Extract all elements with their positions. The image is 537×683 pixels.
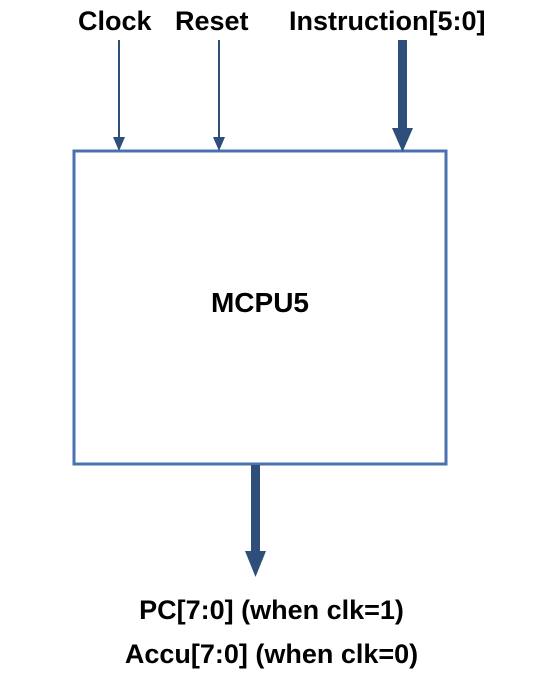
clock-arrow	[113, 40, 125, 151]
block-title-container: MCPU5	[73, 150, 447, 465]
output-bus-arrow	[245, 465, 266, 577]
output-label-accu: Accu[7:0] (when clk=0)	[124, 639, 419, 669]
reset-arrow	[213, 40, 225, 151]
mcpu5-block	[72, 149, 448, 466]
clock-input-label: Clock	[78, 6, 152, 36]
instruction-input-label: Instruction[5:0]	[289, 6, 486, 36]
block-title: MCPU5	[210, 286, 309, 318]
output-label-pc: PC[7:0] (when clk=1)	[139, 595, 404, 625]
reset-input-label: Reset	[175, 6, 249, 36]
instruction-bus-arrow	[392, 40, 413, 152]
